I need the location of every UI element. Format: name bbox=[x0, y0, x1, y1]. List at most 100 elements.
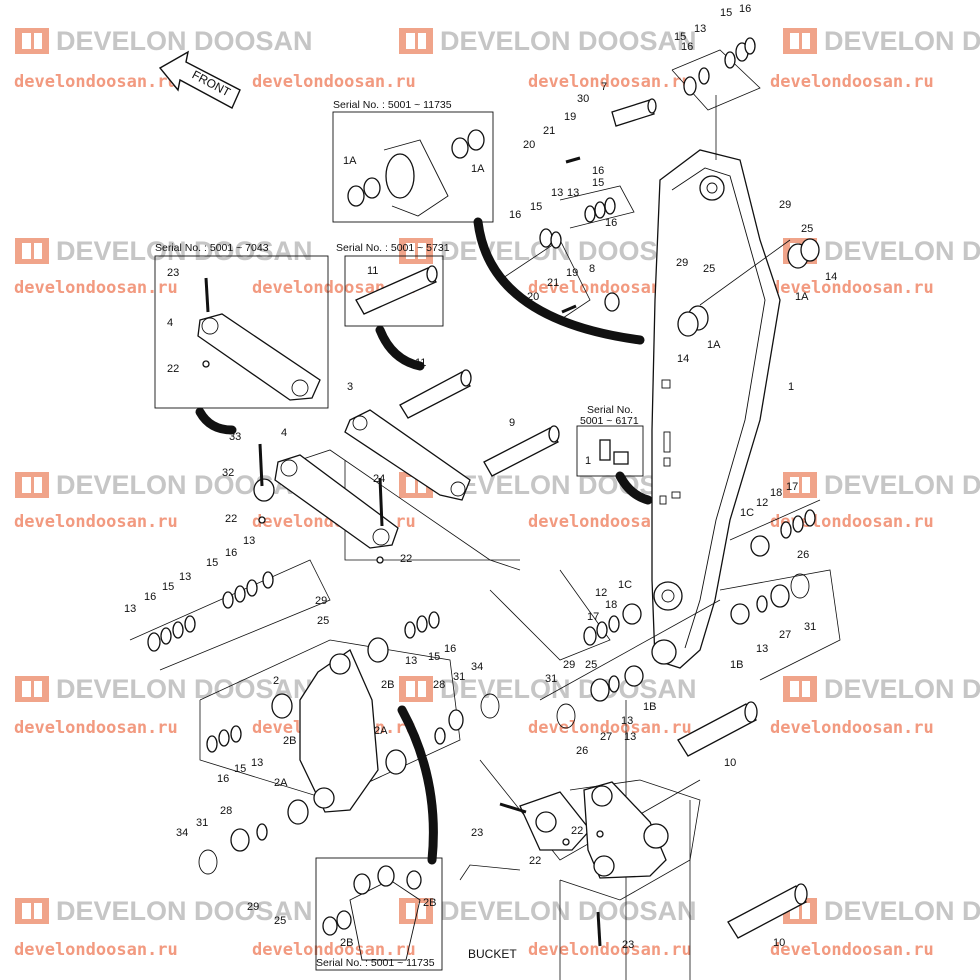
callout: 13 bbox=[624, 731, 636, 743]
inset-sketch-top bbox=[347, 129, 485, 217]
watermark-url: develondoosan.ru bbox=[14, 278, 178, 298]
pin-part-10-bottom bbox=[727, 883, 808, 939]
develon-logo-icon bbox=[399, 238, 433, 264]
callout: 16 bbox=[681, 41, 693, 53]
callout: 15 bbox=[428, 651, 440, 663]
watermark-url: develondoosan.ru bbox=[252, 940, 416, 960]
serial-note: Serial No. bbox=[587, 404, 633, 416]
callout: 13 bbox=[405, 655, 417, 667]
callout: 13 bbox=[243, 535, 255, 547]
callout: 2B bbox=[340, 937, 353, 949]
callout: 22 bbox=[529, 855, 541, 867]
serial-note: Serial No. : 5001 ~ 11735 bbox=[316, 957, 435, 969]
watermark-url: develondoosan.ru bbox=[528, 718, 692, 738]
callout: 14 bbox=[677, 353, 689, 365]
watermark-brand: DEVELON DOOSAN bbox=[14, 672, 313, 706]
callout: 29 bbox=[676, 257, 688, 269]
callout: 1C bbox=[618, 579, 632, 591]
callout: 13 bbox=[756, 643, 768, 655]
callout: 8 bbox=[589, 263, 595, 275]
watermark-url: develondoosan.ru bbox=[528, 278, 692, 298]
callout: 13 bbox=[694, 23, 706, 35]
watermark-brand: DEVELON DOOSAN bbox=[782, 672, 980, 706]
link-part-3 bbox=[344, 409, 471, 501]
callout: 16 bbox=[739, 3, 751, 15]
serial-note: Serial No. : 5001 ~ 7043 bbox=[155, 242, 269, 254]
pin-part-10-top bbox=[677, 701, 758, 757]
callout: 21 bbox=[547, 277, 559, 289]
watermark-url: develondoosan.ru bbox=[770, 72, 934, 92]
callout: 17 bbox=[786, 481, 798, 493]
pin-part-7 bbox=[611, 98, 657, 127]
watermark-brand: DEVELON DOOSAN bbox=[398, 894, 697, 928]
callout: 25 bbox=[317, 615, 329, 627]
callout: 16 bbox=[509, 209, 521, 221]
callout: 7 bbox=[601, 81, 607, 93]
watermark-url: develondoosan.ru bbox=[14, 940, 178, 960]
callout: 25 bbox=[703, 263, 715, 275]
inset-connector bbox=[615, 471, 653, 505]
callout: 16 bbox=[605, 217, 617, 229]
callout: 18 bbox=[770, 487, 782, 499]
develon-logo-icon bbox=[399, 898, 433, 924]
develon-logo-icon bbox=[783, 28, 817, 54]
bucket-link bbox=[519, 781, 669, 879]
develon-logo-icon bbox=[15, 898, 49, 924]
callout: 13 bbox=[179, 571, 191, 583]
callout: 1B bbox=[643, 701, 656, 713]
callout: 17 bbox=[587, 611, 599, 623]
callout: 13 bbox=[551, 187, 563, 199]
watermark-url: develondoosan.ru bbox=[770, 718, 934, 738]
develon-logo-icon bbox=[15, 238, 49, 264]
callout: 28 bbox=[220, 805, 232, 817]
callout: 2A bbox=[374, 725, 388, 737]
callout: 34 bbox=[471, 661, 483, 673]
callout: 4 bbox=[281, 427, 287, 439]
watermark-url: develondoosan.ru bbox=[528, 512, 692, 532]
bucket-label: BUCKET bbox=[468, 947, 517, 961]
callout: 26 bbox=[576, 745, 588, 757]
callout: 13 bbox=[251, 757, 263, 769]
callout: 10 bbox=[724, 757, 736, 769]
callout: 9 bbox=[509, 417, 515, 429]
watermark-url: develondoosan.ru bbox=[770, 278, 934, 298]
callout: 2 bbox=[273, 675, 279, 687]
inset-connector bbox=[473, 217, 645, 345]
callout: 23 bbox=[167, 267, 179, 279]
callout: 16 bbox=[217, 773, 229, 785]
pin-part-11 bbox=[399, 369, 472, 419]
callout: 10 bbox=[773, 937, 785, 949]
callout: 15 bbox=[234, 763, 246, 775]
watermark-brand: DEVELON DOOSAN bbox=[782, 894, 980, 928]
callout: 4 bbox=[167, 317, 173, 329]
watermark-url: develondoosan.ru bbox=[14, 512, 178, 532]
serial-note: 5001 ~ 6171 bbox=[580, 415, 639, 427]
callout: 15 bbox=[162, 581, 174, 593]
callout: 16 bbox=[144, 591, 156, 603]
watermark-url: develondoosan.ru bbox=[14, 718, 178, 738]
develon-logo-icon bbox=[783, 472, 817, 498]
callout: 2B bbox=[283, 735, 296, 747]
callout: 13 bbox=[124, 603, 136, 615]
callout: 1C bbox=[740, 507, 754, 519]
callout: 27 bbox=[779, 629, 791, 641]
callout: 29 bbox=[315, 595, 327, 607]
callout: 26 bbox=[797, 549, 809, 561]
bolts bbox=[202, 156, 604, 947]
boom-body bbox=[651, 149, 781, 669]
callout: 1 bbox=[788, 381, 794, 393]
callout: 14 bbox=[825, 271, 837, 283]
callout: 1A bbox=[795, 291, 809, 303]
callout: 15 bbox=[530, 201, 542, 213]
callout: 20 bbox=[523, 139, 535, 151]
callout: 31 bbox=[804, 621, 816, 633]
callout: 22 bbox=[225, 513, 237, 525]
watermark-url: develondoosan.ru bbox=[528, 72, 692, 92]
watermark-url: develondoosan.ru bbox=[770, 940, 934, 960]
callout: 24 bbox=[373, 473, 385, 485]
callout: 16 bbox=[225, 547, 237, 559]
watermark-brand: DEVELON DOOSAN bbox=[782, 24, 980, 58]
callout: 21 bbox=[543, 125, 555, 137]
callout: 22 bbox=[571, 825, 583, 837]
